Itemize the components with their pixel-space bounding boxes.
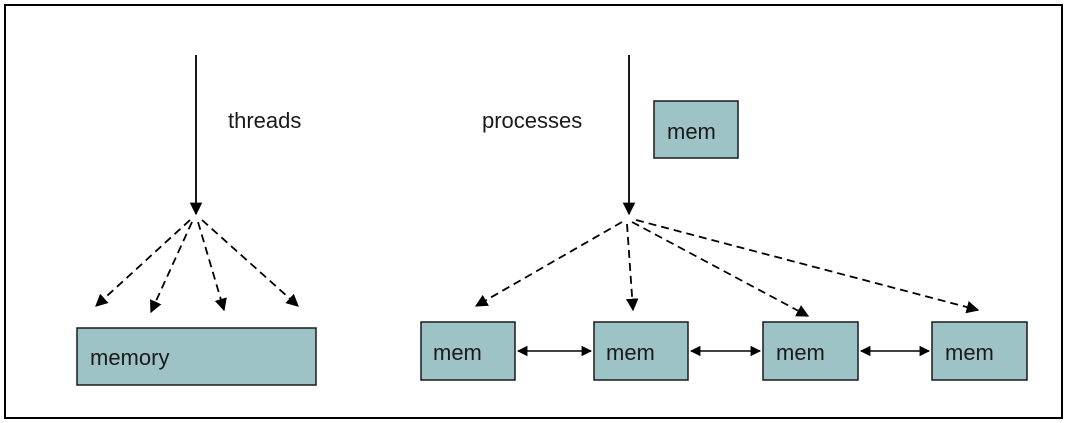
threads-dashed-arrow-4	[201, 219, 299, 307]
legend-mem-box	[653, 100, 739, 159]
processes-dashed-arrow-2	[625, 223, 639, 312]
process-mem-label-3: mem	[776, 340, 825, 365]
threads-dashed-arrow-3	[197, 221, 227, 312]
threads-label: threads	[228, 108, 301, 133]
threads-dashed-arrow-2	[149, 221, 193, 314]
threads-section: threads memory	[76, 55, 317, 386]
shared-memory-box	[76, 327, 317, 386]
process-mem-box-2	[593, 321, 689, 381]
process-mem-box-1	[420, 321, 516, 381]
processes-dashed-arrow-1	[474, 221, 623, 307]
process-mem-label-1: mem	[433, 340, 482, 365]
process-mem-label-2: mem	[606, 340, 655, 365]
shared-memory-label: memory	[90, 345, 169, 370]
processes-label: processes	[482, 108, 582, 133]
processes-dashed-arrow-3	[631, 221, 810, 317]
process-mem-box-3	[762, 321, 859, 381]
legend-mem-label: mem	[667, 119, 716, 144]
processes-dashed-arrow-4	[635, 219, 980, 314]
processes-section: processes mem mem mem mem mem	[420, 55, 1028, 381]
process-mem-label-4: mem	[945, 340, 994, 365]
process-mem-box-4	[931, 321, 1028, 381]
threads-dashed-arrow-1	[95, 219, 191, 307]
